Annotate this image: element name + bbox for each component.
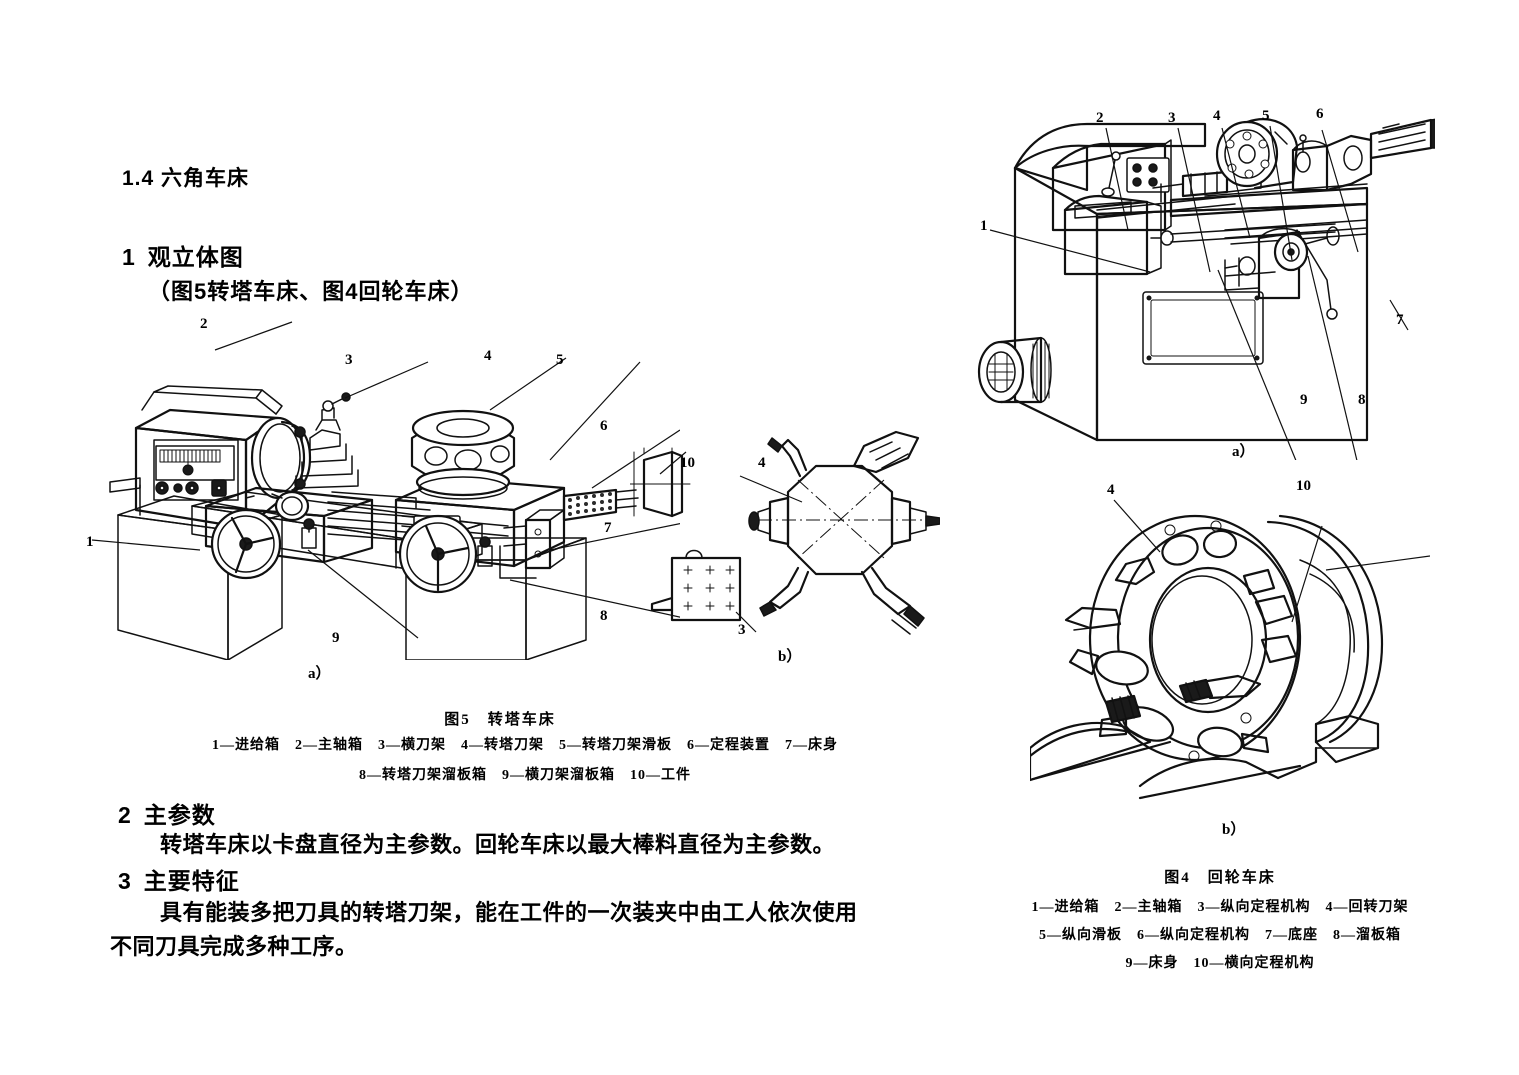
figure4b-callout-4: 4 bbox=[1107, 482, 1115, 498]
figure5-sublabel-a: a） bbox=[308, 666, 331, 682]
figure4a-callout-9: 9 bbox=[1300, 392, 1308, 408]
figure5a-callout-3: 3 bbox=[345, 352, 353, 368]
figure5a-callout-1: 1 bbox=[86, 534, 94, 550]
figure5-caption-title: 图5 转塔车床 bbox=[444, 712, 556, 728]
figure-reference-subtitle: （图5转塔车床、图4回轮车床） bbox=[148, 279, 474, 304]
figure4-sublabel-b: b） bbox=[1222, 822, 1246, 838]
figure4a-callout-3: 3 bbox=[1168, 110, 1176, 126]
figure5a-callout-2: 2 bbox=[200, 316, 208, 332]
figure5a-callout-5: 5 bbox=[556, 352, 564, 368]
figure4a-callout-6: 6 bbox=[1316, 106, 1324, 122]
figure4a-leaders bbox=[989, 125, 1409, 460]
section-heading: 1.4 六角车床 bbox=[122, 167, 250, 190]
figure5-caption-line2: 8—转塔刀架溜板箱 9—横刀架溜板箱 10—工件 bbox=[359, 768, 691, 783]
figure5b-callout-3: 3 bbox=[738, 622, 746, 638]
figure4a-callout-2: 2 bbox=[1096, 110, 1104, 126]
figure4-drawing-b bbox=[1030, 480, 1430, 800]
heading-2: 2 主参数 bbox=[118, 796, 216, 830]
heading-2-text: 主参数 bbox=[143, 802, 216, 828]
figure5-caption-line1: 1—进给箱 2—主轴箱 3—横刀架 4—转塔刀架 5—转塔刀架滑板 6—定程装置… bbox=[212, 738, 838, 753]
heading-1-number: 1 bbox=[122, 244, 136, 270]
figure4a-callout-7: 7 bbox=[1396, 312, 1404, 328]
figure5-drawing-b bbox=[630, 430, 940, 650]
figure5a-callout-9: 9 bbox=[332, 630, 340, 646]
heading-3: 3 主要特征 bbox=[118, 862, 240, 896]
figure5a-callout-6: 6 bbox=[600, 418, 608, 434]
paragraph-3-line1: 具有能装多把刀具的转塔刀架，能在工件的一次装夹中由工人依次使用 bbox=[160, 900, 858, 925]
figure4-sublabel-a: a） bbox=[1232, 444, 1255, 460]
figure4a-callout-1: 1 bbox=[980, 218, 988, 234]
figure4-caption-line1: 1—进给箱 2—主轴箱 3—纵向定程机构 4—回转刀架 bbox=[1031, 900, 1409, 915]
figure5b-callout-4: 4 bbox=[758, 455, 766, 471]
figure5a-callout-7: 7 bbox=[604, 520, 612, 536]
paragraph-2: 转塔车床以卡盘直径为主参数。回轮车床以最大棒料直径为主参数。 bbox=[160, 832, 836, 857]
figure4b-leaders bbox=[1113, 499, 1430, 623]
heading-3-text: 主要特征 bbox=[143, 868, 240, 894]
heading-3-number: 3 bbox=[118, 868, 132, 894]
paragraph-3-line2: 不同刀具完成多种工序。 bbox=[110, 934, 358, 959]
figure5a-leaders bbox=[91, 321, 680, 639]
figure4a-callout-5: 5 bbox=[1262, 108, 1270, 124]
figure5-drawing-a bbox=[96, 310, 656, 660]
figure4a-callout-8: 8 bbox=[1358, 392, 1366, 408]
figure5b-callout-10: 10 bbox=[680, 455, 695, 471]
figure5a-callout-4: 4 bbox=[484, 348, 492, 364]
heading-1-text: 观立体图 bbox=[147, 244, 244, 270]
figure4-caption-line2: 5—纵向滑板 6—纵向定程机构 7—底座 8—溜板箱 bbox=[1039, 928, 1401, 943]
figure4-caption-line3: 9—床身 10—横向定程机构 bbox=[1125, 956, 1315, 971]
heading-1: 1 观立体图 bbox=[122, 238, 244, 272]
figure4-caption-title: 图4 回轮车床 bbox=[1164, 870, 1276, 886]
figure4b-callout-10: 10 bbox=[1296, 478, 1311, 494]
figure5-sublabel-b: b） bbox=[778, 649, 802, 665]
heading-2-number: 2 bbox=[118, 802, 132, 828]
figure4a-callout-4: 4 bbox=[1213, 108, 1221, 124]
figure5a-callout-8: 8 bbox=[600, 608, 608, 624]
